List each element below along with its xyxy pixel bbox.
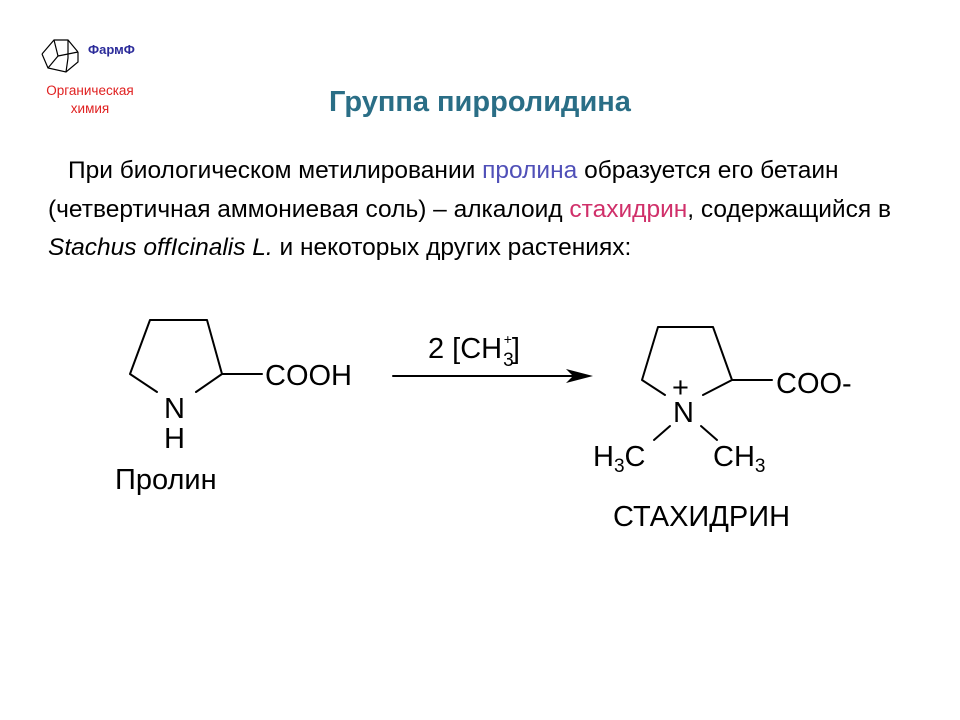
stachydrine-right-methyl-bond: [700, 425, 718, 441]
proline-name: Пролин: [115, 464, 217, 496]
page-title: Группа пирролидина: [329, 86, 631, 118]
stachydrine-left-methyl: H3C: [593, 441, 646, 477]
paragraph-text-3: , содержащийся в: [687, 195, 891, 223]
stachydrine-highlight: стахидрин: [569, 195, 688, 223]
proline-carboxyl-group: COOH: [265, 360, 352, 392]
stachydrine-right-methyl: CH3: [713, 441, 766, 477]
reagent-sub: 3: [503, 350, 514, 371]
paragraph-text-2: образуется его бетаин (четвертичная аммо…: [48, 157, 839, 223]
paragraph-text-1: При биологическом метилировании: [68, 157, 483, 184]
stachydrine-ring-bonds: [641, 326, 733, 396]
reaction-arrow-head: [566, 369, 593, 383]
body-paragraph: При биологическом метилировании пролина …: [48, 152, 928, 268]
stachydrine-n-atom: N: [673, 397, 694, 429]
proline-highlight: пролина: [482, 157, 578, 184]
logo-brand: ФармФ: [88, 42, 135, 57]
logo: ФармФ Органическая химия: [20, 30, 160, 125]
left-methyl-c: C: [624, 441, 646, 473]
logo-subtitle: Органическая химия: [20, 82, 160, 118]
left-methyl-sub: 3: [613, 456, 625, 477]
proline-ring-bonds: [129, 319, 223, 393]
proline-n-atom: N: [164, 393, 185, 425]
stachydrine-charge: +: [672, 372, 689, 404]
stachydrine-carboxylate-group: COO-: [776, 368, 852, 400]
logo-subtitle-line1: Органическая: [46, 83, 134, 98]
adamantane-icon: [41, 39, 79, 73]
stachydrine-name: СТАХИДРИН: [613, 501, 791, 533]
reagent-close: ]: [511, 333, 520, 365]
right-methyl-ch: CH: [713, 441, 755, 473]
paragraph-text-4: и некоторых других растениях:: [272, 234, 632, 261]
right-methyl-sub: 3: [754, 456, 766, 477]
logo-subtitle-line2: химия: [70, 101, 110, 116]
proline-h-atom: H: [164, 423, 185, 455]
stachydrine-left-methyl-bond: [653, 425, 671, 441]
reagent-label: 2 [CH3 +]: [428, 332, 520, 370]
left-methyl-h: H: [593, 441, 614, 473]
reagent-sup: +: [503, 331, 512, 347]
reagent-coeff: 2 [CH: [428, 333, 503, 365]
species-name: Stachus offIcinalis L.: [48, 234, 273, 261]
